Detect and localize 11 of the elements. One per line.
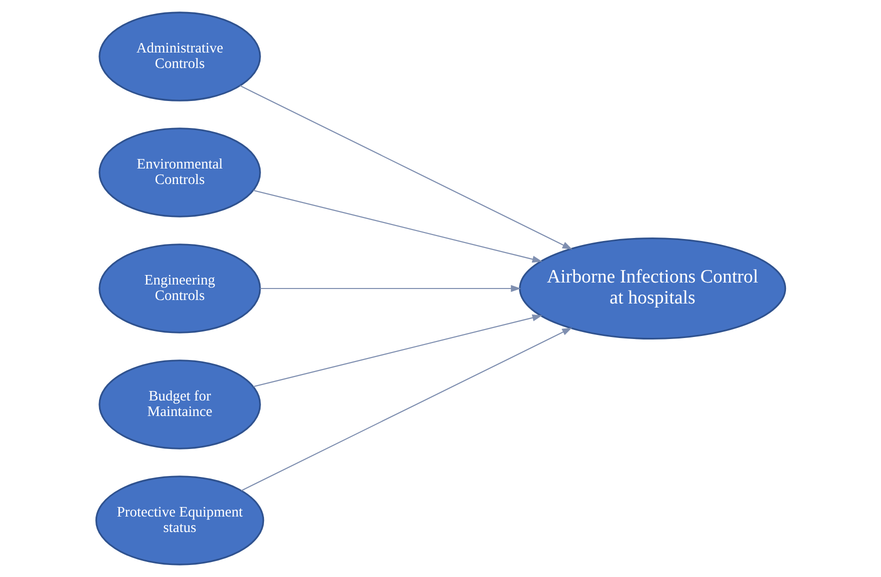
arrow <box>252 314 542 388</box>
node-ellipse: Protective Equipment status <box>94 476 264 566</box>
arrow <box>252 190 542 263</box>
node-ellipse: Environmental Controls <box>98 128 260 218</box>
node-ellipse: Engineering Controls <box>98 244 260 334</box>
arrow <box>239 85 572 250</box>
node-ellipse: Administrative Controls <box>98 12 260 102</box>
node-ellipse: Airborne Infections Control at hospitals <box>518 237 786 340</box>
arrow <box>260 284 520 292</box>
arrow <box>240 328 572 492</box>
node-ellipse: Budget for Maintaince <box>98 360 260 450</box>
